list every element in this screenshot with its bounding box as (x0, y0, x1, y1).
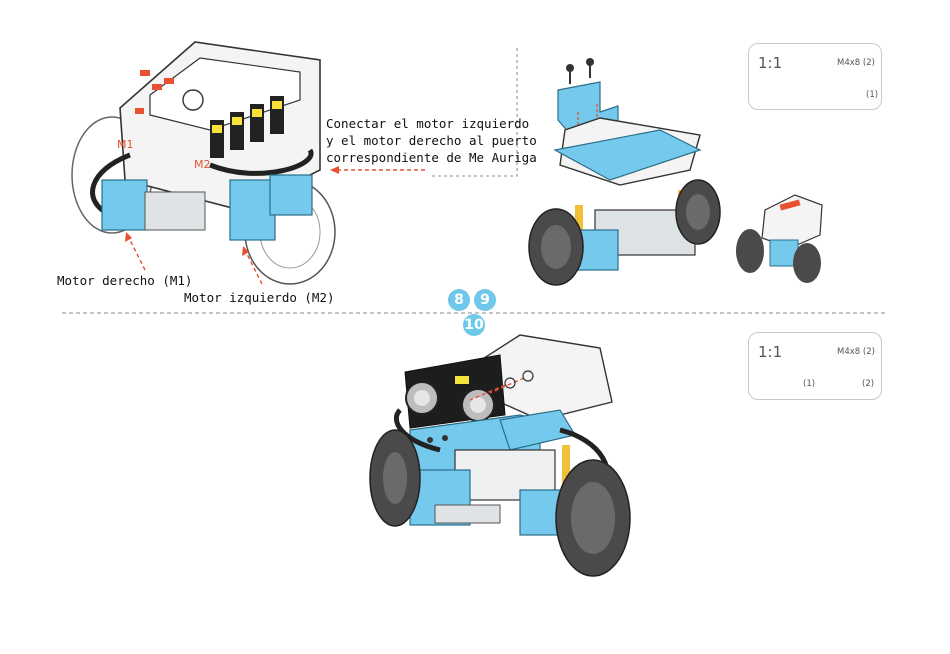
bracket-qty-label: (1) (866, 90, 878, 100)
screw-qty-label: M4x8 (2) (837, 347, 875, 357)
instruction-note: Conectar el motor izquierdo y el motor d… (326, 115, 537, 166)
step-badge-10: 10 (463, 314, 485, 336)
port-m1-label: M1 (117, 138, 134, 151)
instruction-line-1: Conectar el motor izquierdo (326, 115, 537, 132)
screw-qty-label: M4x8 (2) (837, 58, 875, 68)
step-badge-8: 8 (448, 289, 470, 311)
motor-right-label: Motor derecho (M1) (57, 273, 192, 288)
port-m2-label: M2 (194, 158, 211, 171)
motor-left-label: Motor izquierdo (M2) (184, 290, 335, 305)
step-badge-9: 9 (474, 289, 496, 311)
sensor-qty-label: (1) (803, 379, 815, 389)
step10-robot-illustration (370, 335, 630, 576)
instruction-line-3: correspondiente de Me Auriga (326, 149, 537, 166)
scale-label: 1:1 (758, 54, 782, 72)
nut-qty-label: (2) (862, 379, 874, 389)
parts-box-bottom: 1:1 M4x8 (2) (1) (2) (748, 332, 882, 400)
instruction-line-2: y el motor derecho al puerto (326, 132, 537, 149)
step9-robot-illustration (529, 58, 720, 285)
parts-box-top: 1:1 M4x8 (2) (1) (748, 43, 882, 110)
reference-robot-thumbnail (736, 195, 822, 283)
scale-label: 1:1 (758, 343, 782, 361)
